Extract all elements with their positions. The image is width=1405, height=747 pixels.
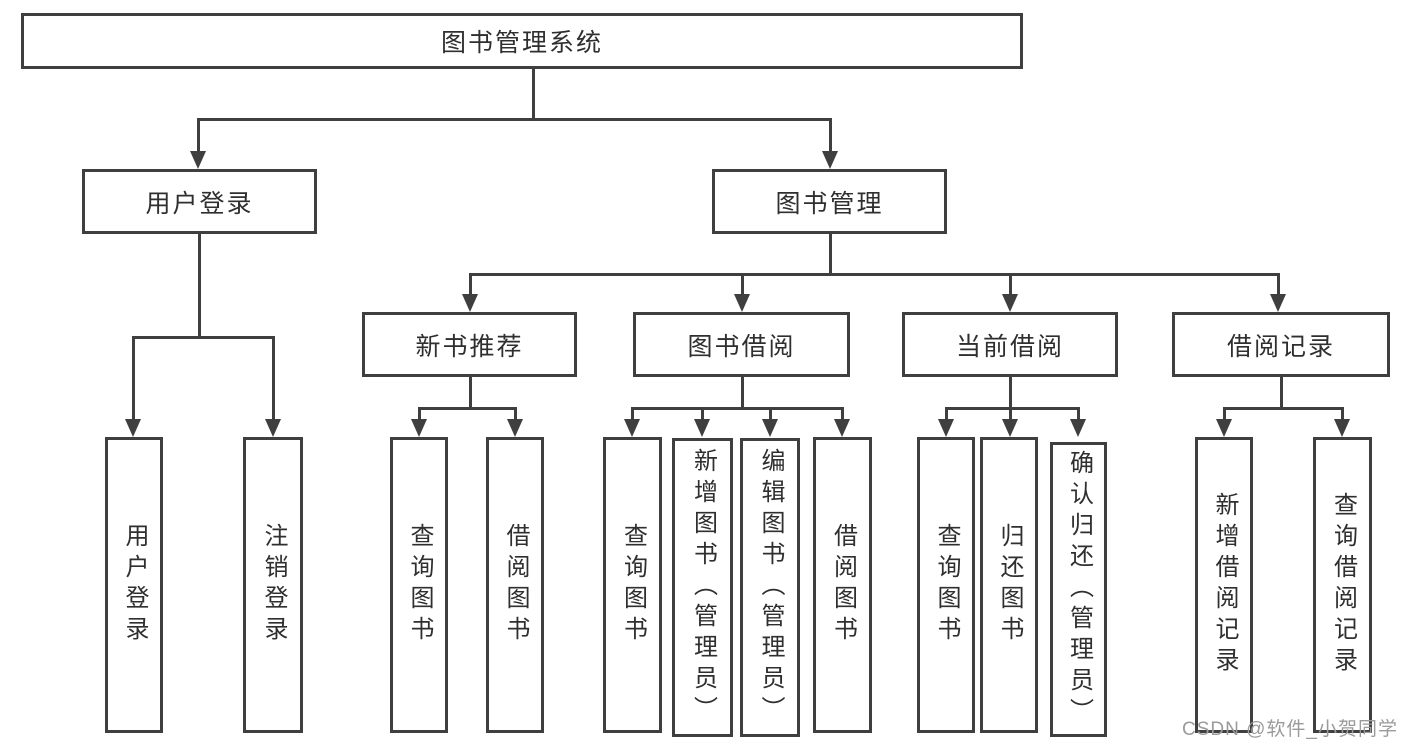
node-user-login: 用户登录 [82,169,317,234]
connector-vline [197,234,201,336]
leaf-label: 归还图书 [996,523,1023,647]
leaf-label: 用户登录 [121,523,148,647]
connector-vline [196,118,200,151]
arrowhead-down-icon [1270,294,1286,312]
connector-vline [513,407,517,419]
connector-vline [1222,407,1226,419]
connector-vline [944,407,948,419]
arrowhead-down-icon [507,419,523,437]
arrowhead-down-icon [624,419,640,437]
leaf-logout: 注销登录 [243,437,303,733]
leaf-query-books-borrowing: 查询图书 [603,437,662,733]
connector-hline [131,336,275,339]
leaf-label: 查询图书 [619,523,647,647]
connector-vline [1076,407,1080,419]
node-label: 用户登录 [145,189,254,218]
connector-vline [740,273,744,294]
connector-hline [1222,407,1344,410]
connector-vline [828,118,832,151]
leaf-add-books-admin: 新增图书（管理员） [672,438,733,737]
arrowhead-down-icon [834,419,850,437]
arrowhead-down-icon [694,419,710,437]
arrowhead-down-icon [762,419,778,437]
leaf-label: 新增图书（管理员） [689,448,717,727]
node-new-book-recommendation: 新书推荐 [362,312,577,377]
leaf-return-books: 归还图书 [980,437,1038,733]
connector-vline [828,233,832,273]
node-label: 图书管理 [775,189,884,218]
node-book-management: 图书管理 [712,169,947,234]
connector-vline [131,336,135,419]
leaf-confirm-return-admin: 确认归还（管理员） [1050,442,1107,737]
arrowhead-down-icon [734,294,750,312]
connector-vline [1340,407,1344,419]
leaf-query-books-current: 查询图书 [917,437,975,733]
leaf-label: 借阅图书 [829,523,857,647]
connector-vline [740,377,744,407]
connector-vline [468,273,472,294]
connector-hline [196,118,832,121]
arrowhead-down-icon [265,419,281,437]
connector-hline [630,407,844,410]
node-label: 图书借阅 [687,332,796,361]
leaf-add-borrow-record: 新增借阅记录 [1195,437,1253,733]
node-label: 当前借阅 [955,332,1064,361]
connector-vline [768,407,772,419]
connector-vline [700,407,704,419]
node-label: 新书推荐 [415,332,524,361]
leaf-user-login: 用户登录 [105,437,163,733]
arrowhead-down-icon [1334,419,1350,437]
leaf-borrow-books-recommend: 借阅图书 [486,437,544,733]
connector-vline [1008,273,1012,294]
leaf-query-borrow-record: 查询借阅记录 [1313,437,1372,733]
connector-vline [1279,377,1283,407]
leaf-label: 新增借阅记录 [1211,492,1238,678]
node-borrowing-records: 借阅记录 [1172,312,1390,377]
arrowhead-down-icon [190,151,206,169]
connector-vline [1276,273,1280,294]
leaf-borrow-books-borrowing: 借阅图书 [813,437,872,733]
leaf-label: 查询图书 [406,523,433,647]
connector-vline [468,377,472,407]
leaf-label: 借阅图书 [502,523,529,647]
node-label: 借阅记录 [1226,332,1335,361]
arrowhead-down-icon [1002,294,1018,312]
arrowhead-down-icon [1216,419,1232,437]
connector-vline [271,336,275,419]
leaf-query-books-recommend: 查询图书 [390,437,448,733]
connector-vline [531,69,535,118]
leaf-label: 确认归还（管理员） [1065,450,1093,729]
arrowhead-down-icon [1070,419,1086,437]
connector-hline [417,407,517,410]
watermark: CSDN @软件_小贺同学 [1182,719,1398,740]
leaf-label: 注销登录 [260,523,287,647]
leaf-label: 查询借阅记录 [1329,492,1357,678]
connector-vline [1008,407,1012,419]
connector-vline [1008,377,1012,407]
node-library-management-system: 图书管理系统 [21,13,1023,69]
arrowhead-down-icon [462,294,478,312]
node-label: 图书管理系统 [440,29,603,57]
leaf-label: 查询图书 [933,523,960,647]
leaf-label: 编辑图书（管理员） [757,448,784,727]
connector-hline [468,273,1280,276]
arrowhead-down-icon [125,419,141,437]
connector-hline [944,407,1080,410]
arrowhead-down-icon [1002,419,1018,437]
connector-vline [630,407,634,419]
arrowhead-down-icon [822,151,838,169]
node-book-borrowing: 图书借阅 [633,312,850,377]
arrowhead-down-icon [938,419,954,437]
arrowhead-down-icon [411,419,427,437]
node-current-borrowing: 当前借阅 [902,312,1118,377]
connector-vline [840,407,844,419]
connector-vline [417,407,421,419]
leaf-edit-books-admin: 编辑图书（管理员） [740,438,800,737]
